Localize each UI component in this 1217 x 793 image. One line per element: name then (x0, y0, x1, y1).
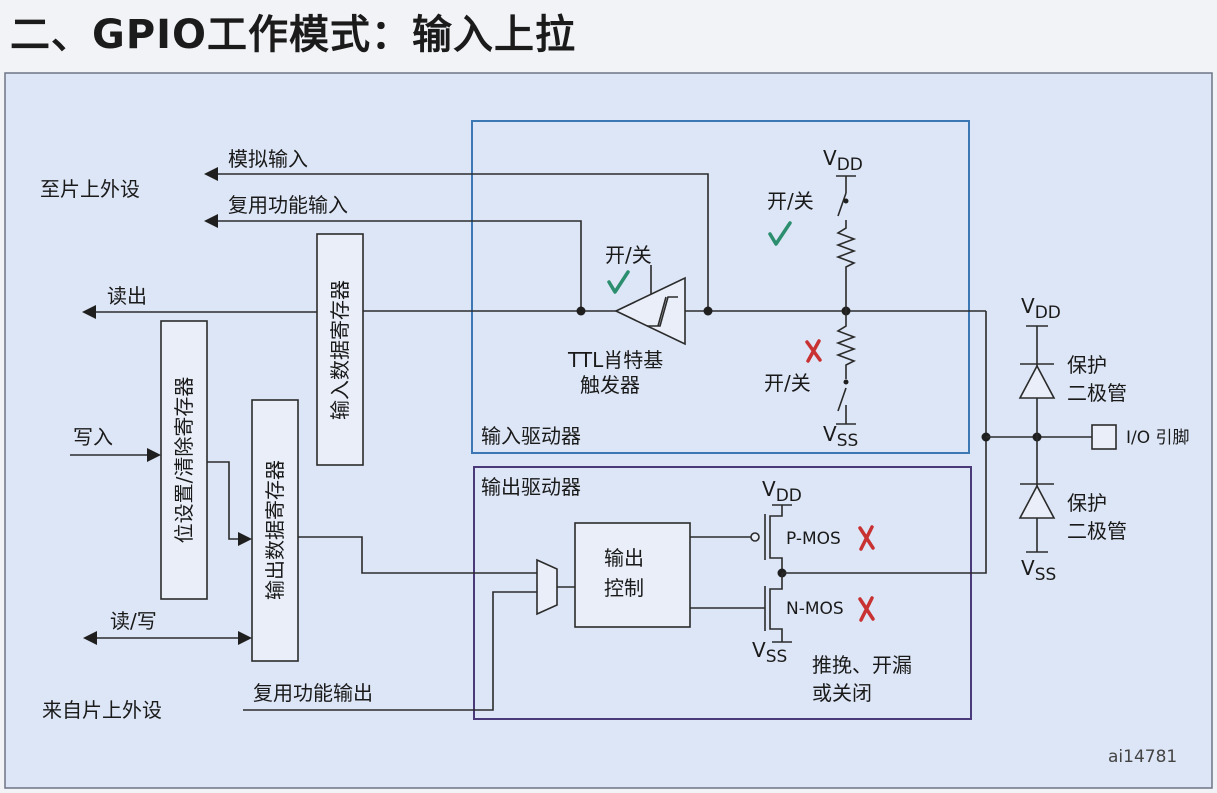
output-control-box (574, 522, 691, 628)
junction-dot (576, 306, 586, 316)
pullup-on-check-icon (768, 221, 792, 246)
nmos-vss-label: VSS (752, 638, 787, 667)
write-label: 写入 (73, 425, 113, 449)
pmos-vdd-label: VDD (762, 477, 802, 506)
pmos-off-cross-icon (858, 525, 875, 551)
pmos-gate-bubble (750, 532, 760, 542)
bsrr-to-odr-arrowhead (238, 532, 252, 546)
nmos-body (769, 573, 792, 643)
output-driver-box (473, 466, 972, 720)
schmitt-label-line1: TTL肖特基 (567, 348, 663, 372)
input-driver-label: 输入驱动器 (481, 424, 581, 448)
output-control-line1: 输出 (604, 546, 644, 570)
pullup-switch (837, 192, 847, 217)
input-data-register (316, 233, 364, 466)
bsrr-to-odr-wire (207, 461, 238, 540)
nmos-off-cross-icon (858, 596, 875, 622)
pulldown-off-cross-icon (805, 339, 822, 363)
pulldown-resistor (835, 311, 857, 379)
output-data-register-label: 输出数据寄存器 (263, 460, 287, 600)
analog-input-arrowhead (204, 167, 218, 181)
junction-dot (703, 306, 713, 316)
to-peripheral-label: 至片上外设 (40, 177, 140, 201)
odr-to-mux-wire (298, 536, 537, 574)
input-data-register-label: 输入数据寄存器 (328, 280, 352, 420)
pulldown-switch (837, 387, 847, 412)
input-driver-box (471, 120, 970, 454)
read-write-label: 读/写 (110, 609, 157, 633)
analog-input-label: 模拟输入 (228, 147, 308, 171)
write-arrowhead (147, 448, 161, 462)
pullup-switch-contact (843, 198, 849, 204)
alt-func-output-label: 复用功能输出 (253, 681, 373, 705)
lower-diode-label-line1: 保护 (1067, 491, 1107, 515)
upper-diode-label-line1: 保护 (1067, 353, 1107, 377)
slide-title: 二、GPIO工作模式：输入上拉 (10, 12, 577, 58)
pulldown-switch-contact (843, 379, 849, 385)
upper-diode-label-line2: 二极管 (1067, 381, 1127, 405)
nmos-label: N-MOS (786, 599, 844, 619)
from-peripheral-label: 来自片上外设 (42, 698, 162, 722)
output-mode-line1: 推挽、开漏 (812, 653, 912, 677)
pmos-vdd-rail (769, 504, 792, 573)
output-control-line2: 控制 (604, 576, 644, 600)
schmitt-on-check-icon (607, 270, 630, 294)
diode-vss-label: VSS (1021, 556, 1056, 585)
read-label: 读出 (107, 284, 147, 308)
pulldown-vss-label: VSS (823, 422, 858, 451)
alt-input-arrowhead (204, 214, 218, 228)
lower-diode (1018, 484, 1056, 519)
pullup-vdd-label: VDD (823, 146, 863, 175)
schmitt-hysteresis-icon (647, 296, 678, 327)
bit-set-reset-register-label: 位设置/清除寄存器 (172, 377, 196, 544)
pullup-switch-label: 开/关 (767, 189, 814, 213)
output-data-register (251, 399, 299, 662)
diode-vdd-label: VDD (1021, 294, 1061, 323)
read-write-arrow-left (83, 631, 97, 645)
pullup-vdd-rail (836, 175, 856, 193)
pullup-resistor (835, 220, 857, 311)
alt-output-wire (243, 591, 537, 711)
lower-diode-label-line2: 二极管 (1067, 519, 1127, 543)
alt-func-input-label: 复用功能输入 (228, 193, 348, 217)
schmitt-label-line2: 触发器 (580, 373, 640, 397)
io-pin-square (1091, 424, 1117, 450)
figure-reference: ai14781 (1108, 747, 1177, 767)
output-mode-line2: 或关闭 (812, 681, 872, 705)
io-pin-label: I/O 引脚 (1126, 428, 1190, 448)
schmitt-switch-label: 开/关 (605, 243, 652, 267)
read-write-arrow-right (238, 631, 252, 645)
bit-set-reset-register (160, 320, 208, 600)
read-arrowhead (82, 305, 96, 319)
alt-input-wire (218, 220, 582, 311)
pulldown-vss-rail (836, 405, 856, 425)
output-driver-label: 输出驱动器 (481, 475, 581, 499)
output-mux (536, 558, 558, 616)
pmos-label: P-MOS (786, 529, 841, 549)
pulldown-switch-label: 开/关 (764, 371, 811, 395)
upper-diode (1018, 364, 1056, 399)
analog-input-wire (218, 173, 709, 311)
output-node-to-pin-wire (782, 311, 987, 574)
